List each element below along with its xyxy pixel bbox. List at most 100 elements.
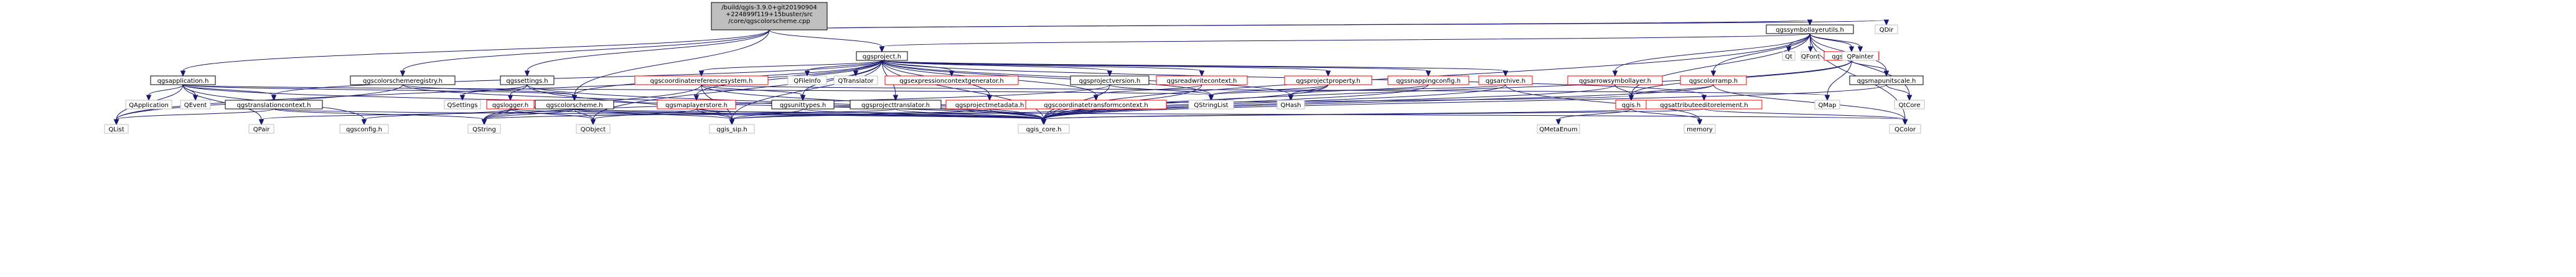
- node-qgsprojectversion[interactable]: qgsprojectversion.h: [1070, 75, 1150, 85]
- node-box: [1875, 24, 1898, 34]
- node-label: QMetaEnum: [1539, 126, 1577, 133]
- edge-line: [1043, 108, 1097, 120]
- node-qgsexpressioncontextgenerator[interactable]: qgsexpressioncontextgenerator.h: [884, 75, 1019, 85]
- edge-line: [701, 84, 803, 96]
- edges-layer: [113, 19, 1913, 126]
- node-root[interactable]: /build/qgis-3.9.0+git20190904+224899f119…: [711, 2, 828, 31]
- edge-line: [592, 108, 697, 120]
- edge-line: [895, 108, 1044, 120]
- edge-arrowhead: [180, 70, 186, 77]
- node-qevent: QEvent: [180, 100, 211, 110]
- node-label: qgssnappingconfig.h: [1396, 78, 1461, 85]
- edge-line: [261, 108, 575, 120]
- node-qgsprojectmetadata[interactable]: qgsprojectmetadata.h: [945, 100, 1034, 110]
- node-qgsmapunitscale[interactable]: qgsmapunitscale.h: [1849, 75, 1924, 85]
- edge-line: [574, 108, 733, 120]
- edge-arrowhead: [1425, 70, 1431, 77]
- node-box: [467, 124, 501, 134]
- edge-qgsproject-to-qgstranslationcontext: [271, 60, 883, 101]
- edge-line: [182, 84, 575, 96]
- node-box: [1025, 100, 1167, 110]
- node-qfont: QFont: [1801, 51, 1820, 61]
- edge-line: [1505, 84, 1700, 120]
- edge-arrowhead: [1612, 70, 1618, 77]
- node-qgsconfig: qgsconfig.h: [339, 124, 389, 134]
- edge-qgssnappingconfig-to-qhash: [1288, 84, 1429, 101]
- node-qgscoordinatereferencesystem[interactable]: qgscoordinatereferencesystem.h: [634, 75, 769, 85]
- edge-qgsprojecttranslator-to-qstring: [481, 108, 896, 126]
- edge-line: [696, 108, 733, 120]
- edge-arrowhead: [800, 95, 806, 101]
- node-label: qgscolorscheme.h: [546, 102, 602, 109]
- edge-qgsmaplayerstore-to-qobject: [590, 108, 697, 126]
- edge-line: [1211, 84, 1506, 96]
- edge-line: [402, 29, 770, 72]
- node-qgscolorschemeregistry[interactable]: qgscolorschemeregistry.h: [350, 75, 456, 85]
- node-box: [576, 124, 611, 134]
- edge-arrowhead: [1555, 119, 1562, 126]
- node-label: qgsunittypes.h: [780, 102, 826, 109]
- node-label: qgssettings.h: [506, 78, 548, 85]
- node-qgsmaplayerstore[interactable]: qgsmaplayerstore.h: [657, 100, 736, 110]
- node-qgsprojecttranslator[interactable]: qgsprojecttranslator.h: [850, 100, 942, 110]
- node-label: QPainter: [1847, 54, 1875, 60]
- node-qgsapplication[interactable]: qgsapplication.h: [150, 75, 216, 85]
- edge-line: [1043, 108, 1705, 120]
- node-qlist: QList: [104, 124, 129, 134]
- node-box: [1018, 124, 1070, 134]
- node-qgsunittypes[interactable]: qgsunittypes.h: [771, 100, 835, 110]
- edge-arrowhead: [948, 70, 955, 77]
- node-box: [535, 100, 614, 110]
- node-qgsproject[interactable]: qgsproject.h: [856, 51, 908, 61]
- edge-qgssymbollayerutils-to-qgsproject: [879, 33, 1810, 53]
- node-qgsarrowsymbollayer[interactable]: qgsarrowsymbollayer.h: [1567, 75, 1663, 85]
- edge-line: [510, 84, 528, 96]
- edge-arrowhead: [1041, 119, 1047, 126]
- node-label: QString: [472, 126, 496, 133]
- edge-line: [1558, 108, 1632, 120]
- edge-qgsproject-to-qgscoordinatereferencesystem: [698, 60, 883, 77]
- node-qapplication: QApplication: [125, 100, 172, 110]
- edge-qgssymbollayerutils-to-qtcore: [1809, 33, 1913, 101]
- edge-arrowhead: [1807, 19, 1813, 26]
- node-qgsarchive[interactable]: qgsarchive.h: [1478, 75, 1533, 85]
- node-qgscoordinatetransformcontext[interactable]: qgscoordinatetransformcontext.h: [1025, 100, 1167, 110]
- node-box: [1567, 75, 1663, 85]
- edge-arrowhead: [1807, 46, 1814, 53]
- node-qgslogger[interactable]: qgslogger.h: [486, 100, 535, 110]
- edge-line: [273, 60, 883, 96]
- node-qgscolorscheme[interactable]: qgscolorscheme.h: [535, 100, 614, 110]
- edge-arrowhead: [1288, 95, 1294, 101]
- node-qgis[interactable]: qgis.h: [1615, 100, 1647, 110]
- edge-arrowhead: [879, 46, 885, 53]
- node-qgsprojectproperty[interactable]: qgsprojectproperty.h: [1284, 75, 1372, 85]
- node-box: [787, 75, 827, 85]
- node-label: QSettings: [447, 102, 478, 109]
- node-qgstranslationcontext[interactable]: qgstranslationcontext.h: [225, 100, 323, 110]
- node-qgssettings[interactable]: qgssettings.h: [500, 75, 555, 85]
- edge-arrowhead: [1628, 95, 1634, 101]
- node-qmetaenum: QMetaEnum: [1537, 124, 1580, 134]
- edge-line: [1211, 84, 1329, 96]
- edge-arrowhead: [146, 95, 152, 101]
- node-box: [150, 75, 216, 85]
- node-qgsattributeeditorelement[interactable]: qgsattributeeditorelement.h: [1646, 100, 1763, 110]
- node-label: QStringList: [1194, 102, 1228, 109]
- edge-line: [182, 84, 262, 120]
- edge-line: [1614, 84, 1632, 96]
- node-qgssymbollayerutils[interactable]: qgssymbollayerutils.h: [1766, 24, 1854, 34]
- edge-arrowhead: [853, 70, 859, 77]
- node-qstringlist: QStringList: [1188, 100, 1234, 110]
- edge-arrowhead: [400, 70, 406, 77]
- edge-qgsattributeeditorelement-to-qcolor: [1703, 108, 1908, 126]
- node-box: [500, 75, 555, 85]
- edge-qgis-to-qmetaenum: [1555, 108, 1632, 126]
- edge-qgssymbol-to-qgsmapunitscale: [1851, 60, 1890, 77]
- node-qgsreadwritecontext[interactable]: qgsreadwritecontext.h: [1156, 75, 1248, 85]
- node-label: +224899f119+15buster/src: [726, 11, 813, 18]
- node-qgscolorramp[interactable]: qgscolorramp.h: [1680, 75, 1747, 85]
- node-label: QTranslator: [838, 78, 874, 85]
- node-memory: memory: [1684, 124, 1716, 134]
- node-box: [1537, 124, 1580, 134]
- node-qgssnappingconfig[interactable]: qgssnappingconfig.h: [1387, 75, 1469, 85]
